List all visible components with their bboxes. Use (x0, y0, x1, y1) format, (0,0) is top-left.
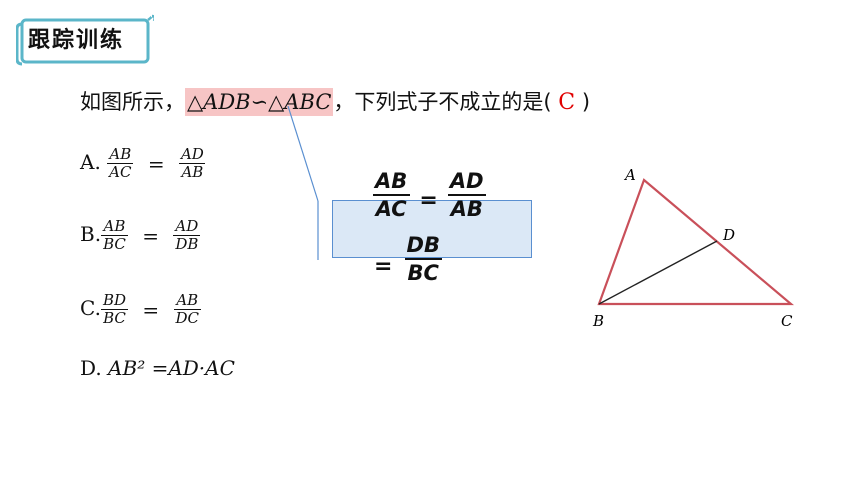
triangle-abc (597, 178, 795, 306)
option-d-text: AB² =AD·AC (108, 356, 235, 380)
question-line: 如图所示，△ADB∽△ABC，下列式子不成立的是( C ) (80, 86, 590, 116)
answer-mark: C (558, 90, 576, 115)
pointer-line (287, 105, 319, 260)
option-a-label: A. (80, 150, 101, 174)
segment-bd (598, 240, 718, 305)
label-a: A (623, 166, 636, 184)
callout-box (332, 200, 532, 258)
triangle-figure: A D B C (592, 166, 795, 330)
equals-sign: = (147, 151, 165, 176)
label-b: B (592, 312, 604, 330)
question-close: ) (581, 90, 591, 114)
equals-sign: = (142, 297, 160, 322)
option-d-label: D. (80, 356, 102, 380)
scroll-banner (16, 14, 154, 66)
question-suffix: ，下列式子不成立的是( (333, 90, 552, 114)
similarity-highlight: △ADB∽△ABC (185, 88, 334, 116)
section-title: 跟踪训练 (28, 28, 125, 53)
option-c-label: C. (80, 296, 101, 320)
label-d: D (722, 226, 735, 244)
option-d: D. AB² =AD·AC (80, 356, 235, 380)
option-b-label: B. (80, 222, 102, 246)
equals-sign: = (374, 254, 393, 279)
label-c: C (781, 312, 793, 330)
question-prefix: 如图所示， (80, 90, 185, 114)
equals-sign: = (142, 223, 159, 248)
equals-sign: = (419, 188, 438, 213)
